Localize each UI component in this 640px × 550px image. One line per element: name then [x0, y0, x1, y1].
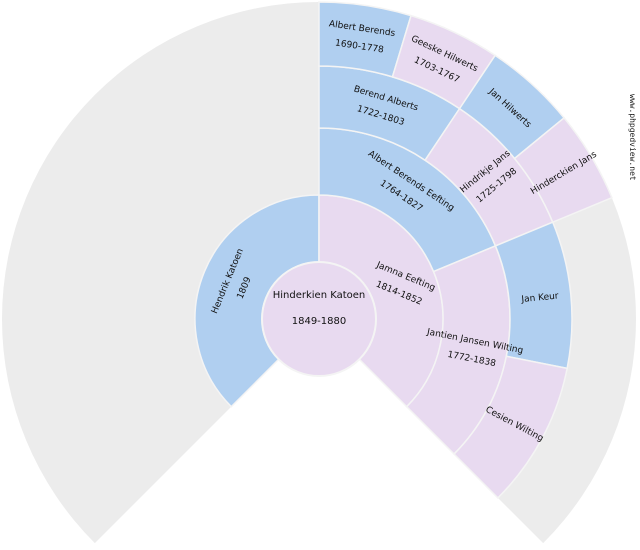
root-person-name: Hinderkien Katoen — [273, 290, 366, 301]
ancestor-cells — [194, 1, 613, 499]
watermark: www.phpgedview.net — [628, 94, 637, 181]
root-person[interactable]: Hinderkien Katoen 1849-1880 — [261, 261, 377, 377]
ancestor-label-jan-keur: Jan Keur — [520, 291, 559, 305]
ancestor-cell-hinderckien-jans[interactable] — [513, 116, 613, 224]
ancestor-cell-cesien-wilting[interactable] — [452, 355, 569, 499]
ancestor-name: Jan Keur — [520, 291, 559, 305]
root-person-cell[interactable] — [261, 261, 377, 377]
root-person-dates: 1849-1880 — [292, 316, 347, 327]
